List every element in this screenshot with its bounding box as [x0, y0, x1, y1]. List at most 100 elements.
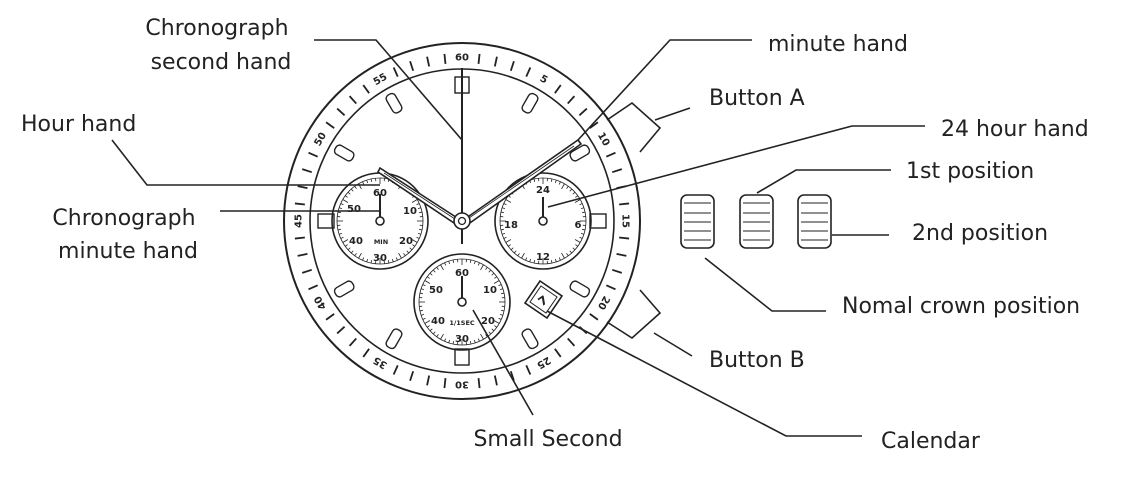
label-button-a: Button A	[709, 86, 805, 111]
subdial-tick	[419, 212, 422, 213]
subdial-tick	[581, 233, 584, 234]
bottom-subdial: 60 10 30 40 50 20 1/1SEC	[414, 254, 510, 350]
subdial-tick	[441, 265, 444, 270]
subdial-tick	[417, 204, 420, 205]
subdial-tick	[567, 186, 569, 188]
subdial-tick	[433, 332, 435, 334]
subdial-tick	[582, 229, 585, 230]
subdial-tick	[562, 184, 565, 189]
subdial-tick	[501, 212, 504, 213]
subdial-tick	[341, 204, 344, 205]
subdial-tick	[494, 277, 496, 279]
subdial-tick	[437, 267, 439, 269]
bezel-tick	[568, 338, 575, 345]
subdial-tick	[478, 263, 479, 266]
bezel-tick	[555, 349, 561, 357]
chronograph-minute-hand	[376, 217, 384, 225]
subdial-tick	[421, 289, 424, 290]
label-calendar: Calendar	[881, 429, 981, 454]
bezel-number: 5	[538, 73, 550, 86]
subdial-tick	[363, 258, 364, 261]
subdial-tick	[511, 248, 513, 250]
bezel-tick	[579, 109, 586, 116]
hour-marker	[333, 280, 355, 299]
label-second-position: 2nd position	[912, 221, 1048, 246]
subdial-tick	[418, 233, 421, 234]
calendar-date: 7	[536, 293, 551, 309]
bezel-tick	[444, 54, 445, 64]
label-button-b: Button B	[709, 348, 805, 373]
subdial-tick	[445, 339, 446, 342]
subdial-tick	[559, 182, 560, 185]
right-subdial-top: 24	[536, 185, 550, 196]
leader-normal-crown	[705, 258, 826, 311]
bezel-tick	[612, 169, 622, 172]
label-24-hour-hand: 24 hour hand	[941, 117, 1089, 142]
bezel-number: 20	[595, 294, 612, 312]
bezel-tick	[568, 96, 575, 103]
subdial-tick	[506, 200, 511, 203]
subdial-tick	[348, 248, 350, 250]
bezel-number: 40	[313, 294, 330, 312]
subdial-tick	[339, 233, 342, 234]
bezel-number: 55	[372, 72, 390, 89]
hour-marker	[455, 349, 469, 365]
subdial-tick	[367, 259, 368, 262]
subdial-tick	[573, 192, 575, 194]
bezel-number: 50	[313, 131, 330, 149]
subdial-tick	[338, 229, 341, 230]
subdial-tick	[420, 293, 423, 294]
bezel-tick	[363, 349, 369, 357]
bezel-tick	[617, 254, 627, 256]
subdial-tick	[555, 259, 556, 262]
subdial-tick	[534, 260, 535, 263]
subdial-tick	[514, 251, 516, 253]
subdial-tick	[551, 179, 552, 182]
subdial-tick	[417, 237, 420, 238]
subdial-tick	[371, 260, 372, 263]
subdial-tick	[339, 208, 342, 209]
bezel-tick	[350, 96, 357, 103]
left-subdial-lower-right: 20	[399, 236, 413, 247]
subdial-tick	[575, 196, 577, 198]
subdial-tick	[474, 261, 475, 264]
bezel-tick	[326, 122, 334, 128]
bezel-tick	[302, 270, 312, 273]
bottom-subdial-lower-right: 20	[481, 316, 495, 327]
subdial-tick	[449, 340, 450, 343]
24-hour-hand	[539, 217, 547, 225]
subdial-tick	[494, 281, 499, 284]
hour-marker	[590, 214, 606, 228]
subdial-tick	[453, 341, 454, 344]
subdial-tick	[500, 289, 503, 290]
bottom-subdial-word: 1/1SEC	[449, 319, 475, 327]
subdial-tick	[478, 339, 479, 342]
subdial-tick	[388, 260, 389, 263]
bezel-number: 45	[294, 214, 305, 228]
bezel-tick	[309, 285, 318, 289]
leader-button-b	[654, 333, 692, 356]
subdial-tick	[562, 253, 565, 258]
hour-marker	[385, 92, 404, 114]
subdial-tick	[486, 267, 488, 269]
subdial-tick	[343, 200, 348, 203]
subdial-tick	[481, 334, 484, 339]
hour-marker	[385, 328, 404, 350]
subdial-tick	[501, 293, 504, 294]
subdial-tick	[363, 182, 364, 185]
subdial-tick	[575, 240, 580, 243]
subdial-tick	[430, 329, 432, 331]
bezel-number: 15	[620, 214, 631, 228]
right-subdial-bottom: 12	[536, 252, 550, 263]
bezel-tick	[410, 61, 413, 71]
label-hour-hand: Hour hand	[21, 112, 136, 137]
subdial-tick	[404, 253, 406, 255]
subdial-tick	[407, 251, 409, 253]
subdial-tick	[351, 189, 353, 191]
bezel-tick	[298, 254, 308, 256]
subdial-tick	[526, 258, 527, 261]
subdial-tick	[425, 281, 430, 284]
bezel-tick	[427, 57, 429, 67]
subdial-tick	[499, 285, 502, 286]
subdial-tick	[501, 310, 504, 311]
